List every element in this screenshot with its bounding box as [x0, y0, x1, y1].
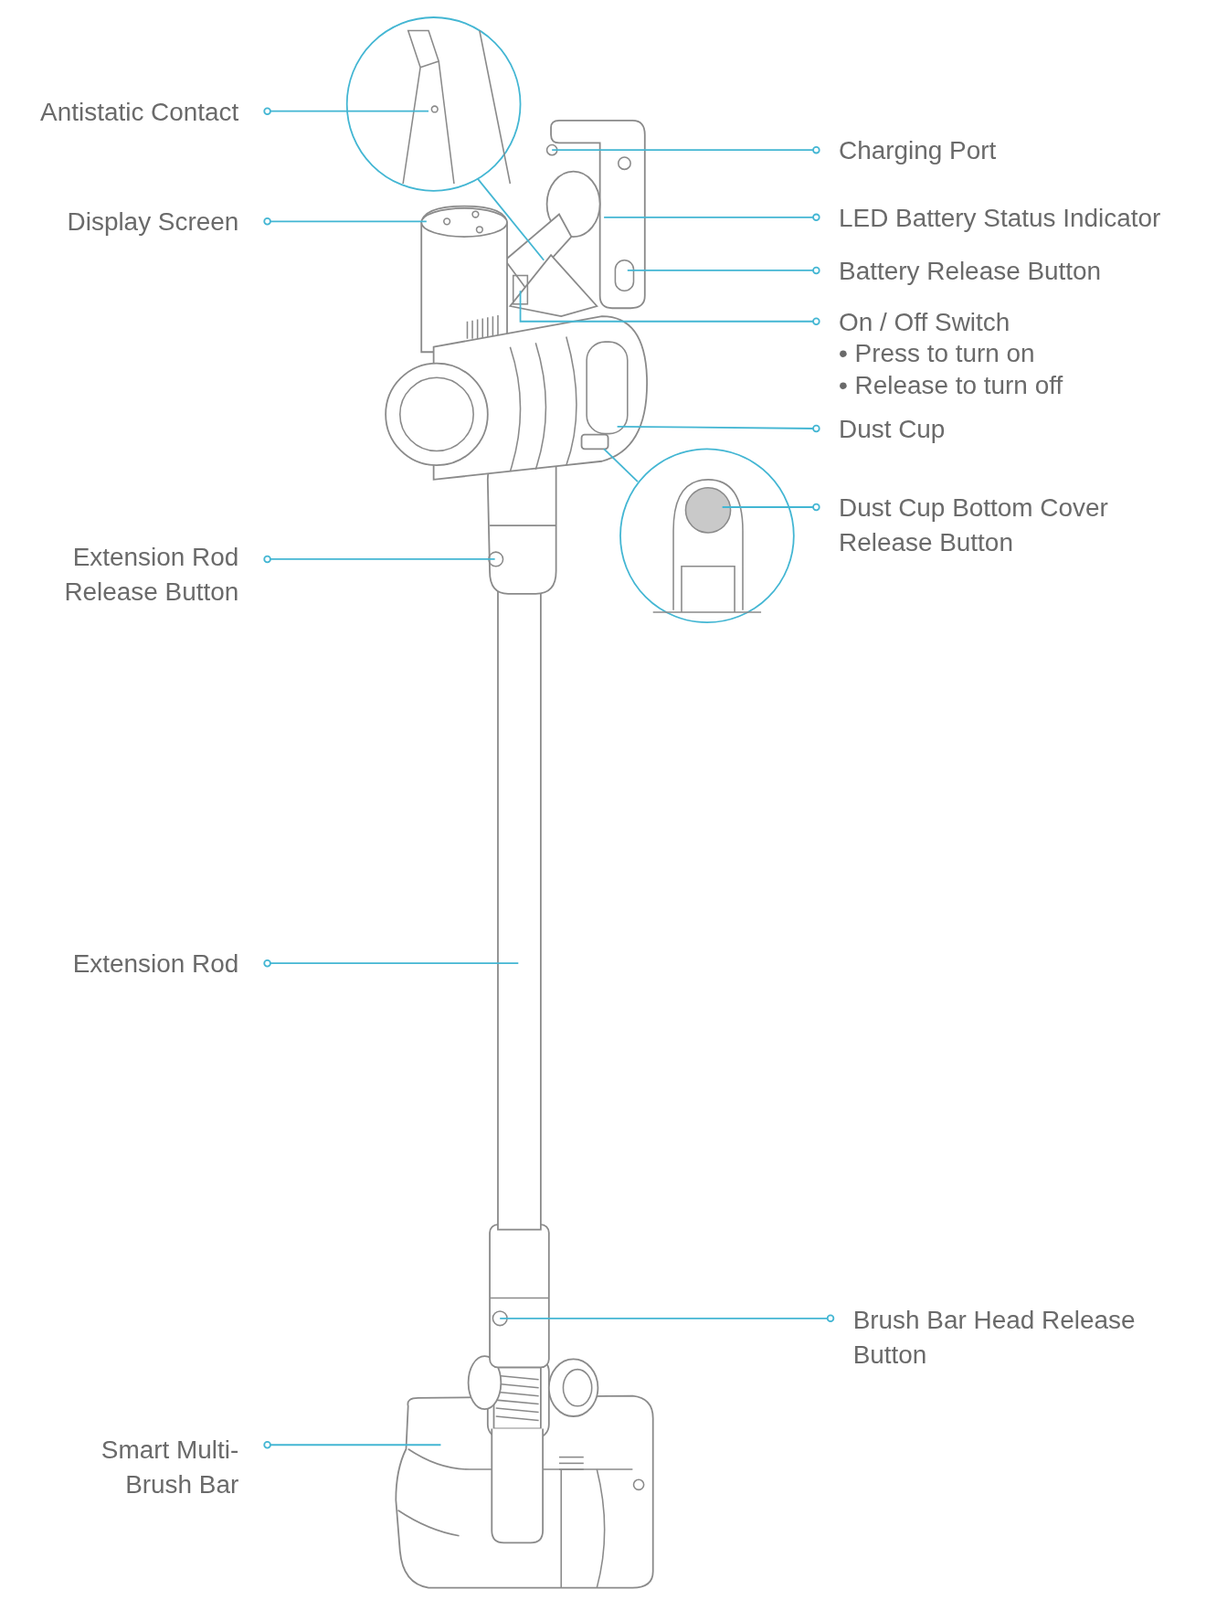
vent [466, 315, 498, 339]
brush-mark [559, 1456, 584, 1459]
magnifier-leader [603, 448, 638, 482]
leader-line [617, 426, 817, 429]
magnifier-circle [620, 448, 794, 623]
callout-magnifier [347, 17, 794, 623]
leader-line [551, 148, 816, 151]
part-label: Extension Rod [0, 945, 239, 981]
leader-dot [264, 1441, 271, 1449]
display-column [421, 206, 508, 353]
motor-cap [385, 363, 488, 466]
battery-button [614, 260, 634, 292]
part-label: Brush Bar Head Release Button [853, 1301, 1170, 1372]
wheel [549, 1358, 599, 1417]
part-label: Battery Release Button [838, 253, 1206, 288]
leader-line [499, 1317, 831, 1320]
brush-dot [634, 1479, 645, 1490]
spring-coil [496, 1375, 540, 1420]
neck [491, 1428, 543, 1543]
display-dot [444, 218, 451, 225]
leader-dot [813, 147, 820, 154]
part-label: Dust Cup [838, 411, 1206, 446]
magnified-detail [402, 31, 510, 185]
leader-line [267, 1443, 442, 1446]
leader-line [603, 216, 816, 219]
magnifier-leader [477, 178, 545, 260]
cup-ring [509, 337, 577, 472]
magnified-detail [653, 479, 762, 613]
part-label: Dust Cup Bottom Cover Release Button [838, 489, 1155, 560]
magnifier-circle [347, 17, 521, 191]
magnified-button [685, 487, 730, 533]
part-label: • Press to turn on [838, 335, 1206, 371]
leader-lines [264, 107, 834, 1448]
extension-rod [497, 586, 541, 1230]
leader-line [267, 110, 429, 113]
leader-line [267, 220, 427, 223]
leader-line [267, 558, 496, 561]
part-label: Extension Rod Release Button [19, 539, 239, 609]
display-dot [472, 211, 479, 218]
leader-dot [813, 425, 820, 433]
leader-dot [813, 214, 820, 222]
leader-dot [813, 317, 820, 325]
part-label: Charging Port [838, 132, 1206, 168]
leader-line [627, 269, 817, 272]
leader-dot [264, 960, 271, 967]
leader-line [267, 962, 519, 964]
brush-edge [560, 1469, 604, 1588]
part-label: Antistatic Contact [0, 94, 239, 129]
cyclone [586, 341, 628, 434]
brush-joint [468, 1355, 599, 1543]
handle-guard [509, 254, 597, 317]
part-label: On / Off Switch [838, 304, 1206, 339]
leader-line [722, 506, 817, 508]
display-screen [421, 208, 508, 237]
motor-cap-inner [400, 377, 474, 451]
lower-connector [489, 1224, 550, 1367]
brush-mark [559, 1462, 584, 1465]
leader-dot [827, 1314, 835, 1322]
leader-dot [264, 556, 271, 563]
connector-seam [489, 1297, 550, 1300]
bottom-release [581, 434, 609, 450]
brush-mark [559, 1468, 584, 1471]
wheel-hub [562, 1369, 592, 1407]
leader-dot [813, 504, 820, 511]
magnified-contact [431, 105, 438, 113]
neck-seam [489, 524, 557, 527]
part-label: LED Battery Status Indicator [838, 200, 1206, 235]
brush-edge [398, 1510, 460, 1536]
led-indicator [618, 157, 631, 170]
leader-dot [264, 107, 271, 115]
part-label: Display Screen [0, 203, 239, 239]
leader-line [520, 290, 817, 322]
display-dot [476, 226, 484, 233]
leader-dot [264, 218, 271, 225]
part-label: • Release to turn off [838, 367, 1206, 402]
leader-dot [813, 267, 820, 275]
part-label: Smart Multi-Brush Bar [70, 1431, 239, 1502]
